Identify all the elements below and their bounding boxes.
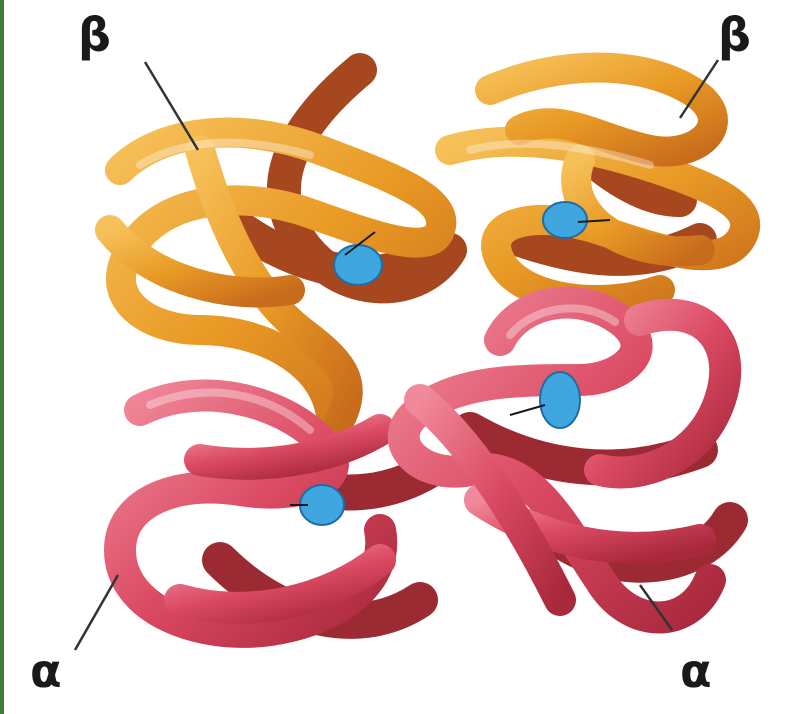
label-alpha-bottom-right: α	[680, 648, 712, 694]
heme-group-beta-right	[543, 202, 587, 238]
heme-group-beta-left	[334, 245, 382, 285]
leader-line-alpha-left	[75, 575, 118, 650]
label-beta-top-right: β	[718, 12, 751, 58]
label-beta-top-left: β	[78, 12, 111, 58]
label-alpha-bottom-left: α	[30, 648, 62, 694]
heme-group-alpha-right	[540, 372, 580, 428]
